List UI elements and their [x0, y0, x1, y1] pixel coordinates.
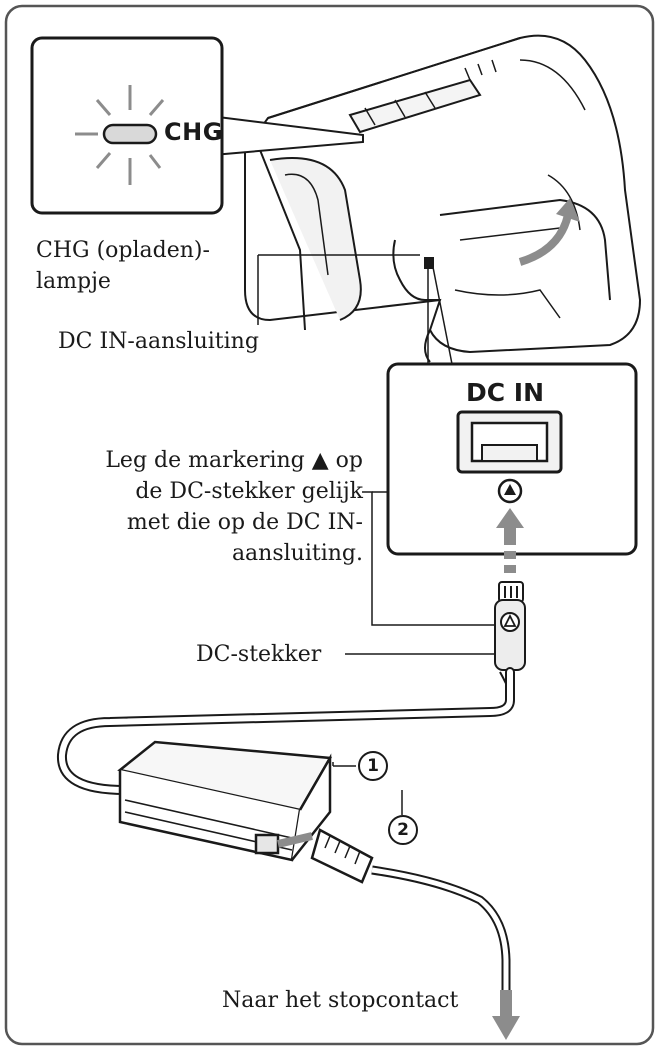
dc-in-badge: DC IN [466, 378, 545, 407]
to-outlet-label: Naar het stopcontact [222, 988, 459, 1013]
blink-rays [75, 85, 165, 185]
dc-in-jack-label: DC IN-aansluiting [58, 329, 259, 354]
chg-lamp-label-line2: lampje [36, 269, 111, 294]
dc-plug-drawing [494, 581, 526, 701]
up-arrow-icon [496, 508, 524, 573]
align-instruction-line1: Leg de markering ▲ op [105, 448, 363, 473]
align-instruction-line3: met die op de DC IN- [126, 510, 363, 535]
down-arrow-icon [492, 990, 520, 1040]
mains-cable [277, 828, 511, 1000]
leader-lines [257, 254, 500, 815]
blinking-lamp-icon [102, 123, 158, 145]
callout-1: 1 [358, 751, 388, 781]
ac-adapter-drawing [117, 740, 333, 862]
align-instruction-line2: de DC-stekker gelijk [135, 479, 363, 504]
dc-in-inset [386, 362, 638, 556]
outer-frame [4, 4, 655, 1046]
chg-badge: CHG [164, 118, 223, 146]
align-instruction-line4: aansluiting. [231, 541, 363, 566]
grip-arrow-head [556, 198, 580, 222]
grip-arrow [518, 213, 572, 266]
triangle-mark-icon [504, 484, 516, 495]
chg-inset [30, 36, 364, 215]
chg-lamp-label-line1: CHG (opladen)- [36, 238, 210, 263]
callout-2: 2 [388, 815, 418, 845]
dc-plug-label: DC-stekker [196, 642, 322, 667]
